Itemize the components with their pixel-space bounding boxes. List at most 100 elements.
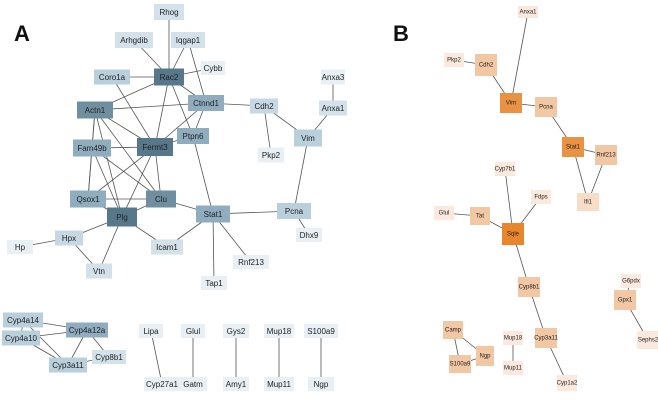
node-label: Fam49b: [77, 144, 107, 153]
node-camp: Camp: [443, 321, 463, 339]
node-anxa1: Anxa1: [518, 6, 538, 18]
node-mup11: Mup11: [503, 361, 523, 375]
node-ifi1: Ifi1: [577, 193, 599, 211]
node-g6pdx: G6pdx: [621, 274, 641, 288]
node-tap1: Tap1: [201, 276, 227, 290]
node-box: [139, 324, 163, 338]
node-label: Ifi1: [584, 200, 593, 206]
node-box: [188, 95, 224, 111]
node-label: Tat: [476, 214, 484, 220]
node-box: [449, 355, 471, 373]
node-rnf213: Rnf213: [595, 145, 617, 165]
node-cyp4a12a: Cyp4a12a: [66, 322, 108, 338]
node-box: [294, 129, 322, 147]
node-box: [308, 377, 334, 391]
node-label: Cyp7b1: [495, 167, 516, 173]
node-label: Mup11: [504, 366, 523, 372]
node-lipa: Lipa: [139, 324, 163, 338]
node-label: Rnf213: [238, 258, 264, 267]
node-hpx: Hpx: [55, 230, 83, 246]
node-box: [137, 138, 173, 156]
node-box: [181, 324, 205, 338]
node-box: [264, 324, 294, 338]
node-cyp1a2: Cyp1a2: [557, 375, 578, 391]
node-label: Dhx9: [300, 231, 319, 240]
node-box: [223, 377, 249, 391]
node-label: Cdh2: [479, 63, 494, 69]
node-box: [7, 240, 33, 254]
node-cdh2: Cdh2: [475, 54, 497, 76]
node-box: [77, 101, 113, 119]
node-label: Anxa1: [519, 10, 537, 16]
node-label: Cybb: [204, 64, 223, 73]
node-mup18: Mup18: [264, 324, 294, 338]
node-vim: Vim: [500, 93, 522, 113]
node-icam1: Icam1: [151, 239, 183, 255]
node-stat1: Stat1: [196, 205, 230, 223]
node-box: [595, 145, 617, 165]
node-gys2: Gys2: [223, 324, 249, 338]
node-label: Pkp2: [447, 58, 461, 64]
node-label: Cyp4a10: [5, 334, 38, 343]
node-mup18: Mup18: [503, 331, 523, 345]
node-label: Anxa1: [322, 104, 345, 113]
node-box: [577, 193, 599, 211]
node-label: Pkp2: [262, 151, 281, 160]
node-box: [321, 69, 345, 85]
node-label: Cyp8b1: [95, 353, 123, 362]
node-label: Ngp: [479, 354, 491, 360]
node-box: [144, 377, 180, 391]
edge-ptpn6-stat1: [192, 135, 214, 215]
node-box: [70, 190, 106, 208]
node-box: [502, 223, 524, 245]
node-sephs2: Sephs2: [637, 331, 658, 349]
node-label: Pcna: [285, 207, 304, 216]
node-cybb: Cybb: [201, 61, 225, 75]
node-box: [434, 206, 454, 220]
node-box: [55, 230, 83, 246]
node-box: [319, 100, 347, 116]
node-iqgap1: Iqgap1: [171, 32, 205, 48]
node-label: Plg: [116, 213, 128, 222]
edge-actn1-ctnnd1: [94, 102, 207, 111]
node-box: [201, 276, 227, 290]
node-box: [154, 4, 184, 20]
node-label: Pcna: [539, 105, 553, 111]
node-box: [296, 228, 322, 242]
node-box: [277, 203, 311, 219]
node-box: [304, 324, 338, 338]
node-pcna: Pcna: [277, 203, 311, 219]
node-hp: Hp: [7, 240, 33, 254]
node-arhgdib: Arhgdib: [115, 32, 153, 48]
node-label: Arhgdib: [120, 36, 148, 45]
edge-actn1-clu: [94, 109, 162, 200]
node-cdh2: Cdh2: [250, 98, 278, 114]
panel-b: B Anxa1Pkp2Cdh2VimPcnaStat1Rnf213Ifi1Cyp…: [393, 6, 658, 391]
node-label: Qsox1: [76, 195, 100, 204]
node-label: Clu: [155, 195, 167, 204]
node-label: Stat1: [566, 145, 581, 151]
node-label: S100a9: [450, 362, 471, 368]
node-label: Fermt3: [142, 143, 168, 152]
node-cyp4a14: Cyp4a14: [3, 312, 43, 328]
node-label: Tap1: [205, 279, 223, 288]
node-box: [196, 205, 230, 223]
node-box: [503, 331, 523, 345]
panel-a-letter: A: [14, 21, 30, 46]
node-ptpn6: Ptpn6: [177, 128, 209, 144]
node-vtn: Vtn: [86, 263, 112, 279]
node-label: Cyp3a11: [52, 361, 84, 370]
node-fam49b: Fam49b: [73, 139, 111, 157]
node-box: [518, 277, 540, 297]
node-box: [115, 32, 153, 48]
node-label: Mup11: [267, 380, 291, 389]
node-cyp3a11: Cyp3a11: [534, 328, 558, 348]
node-box: [177, 128, 209, 144]
node-label: Ctnnd1: [193, 99, 219, 108]
node-label: Coro1a: [99, 73, 126, 82]
node-vim: Vim: [294, 129, 322, 147]
node-label: Stat1: [204, 210, 223, 219]
node-label: Vtn: [93, 267, 105, 276]
